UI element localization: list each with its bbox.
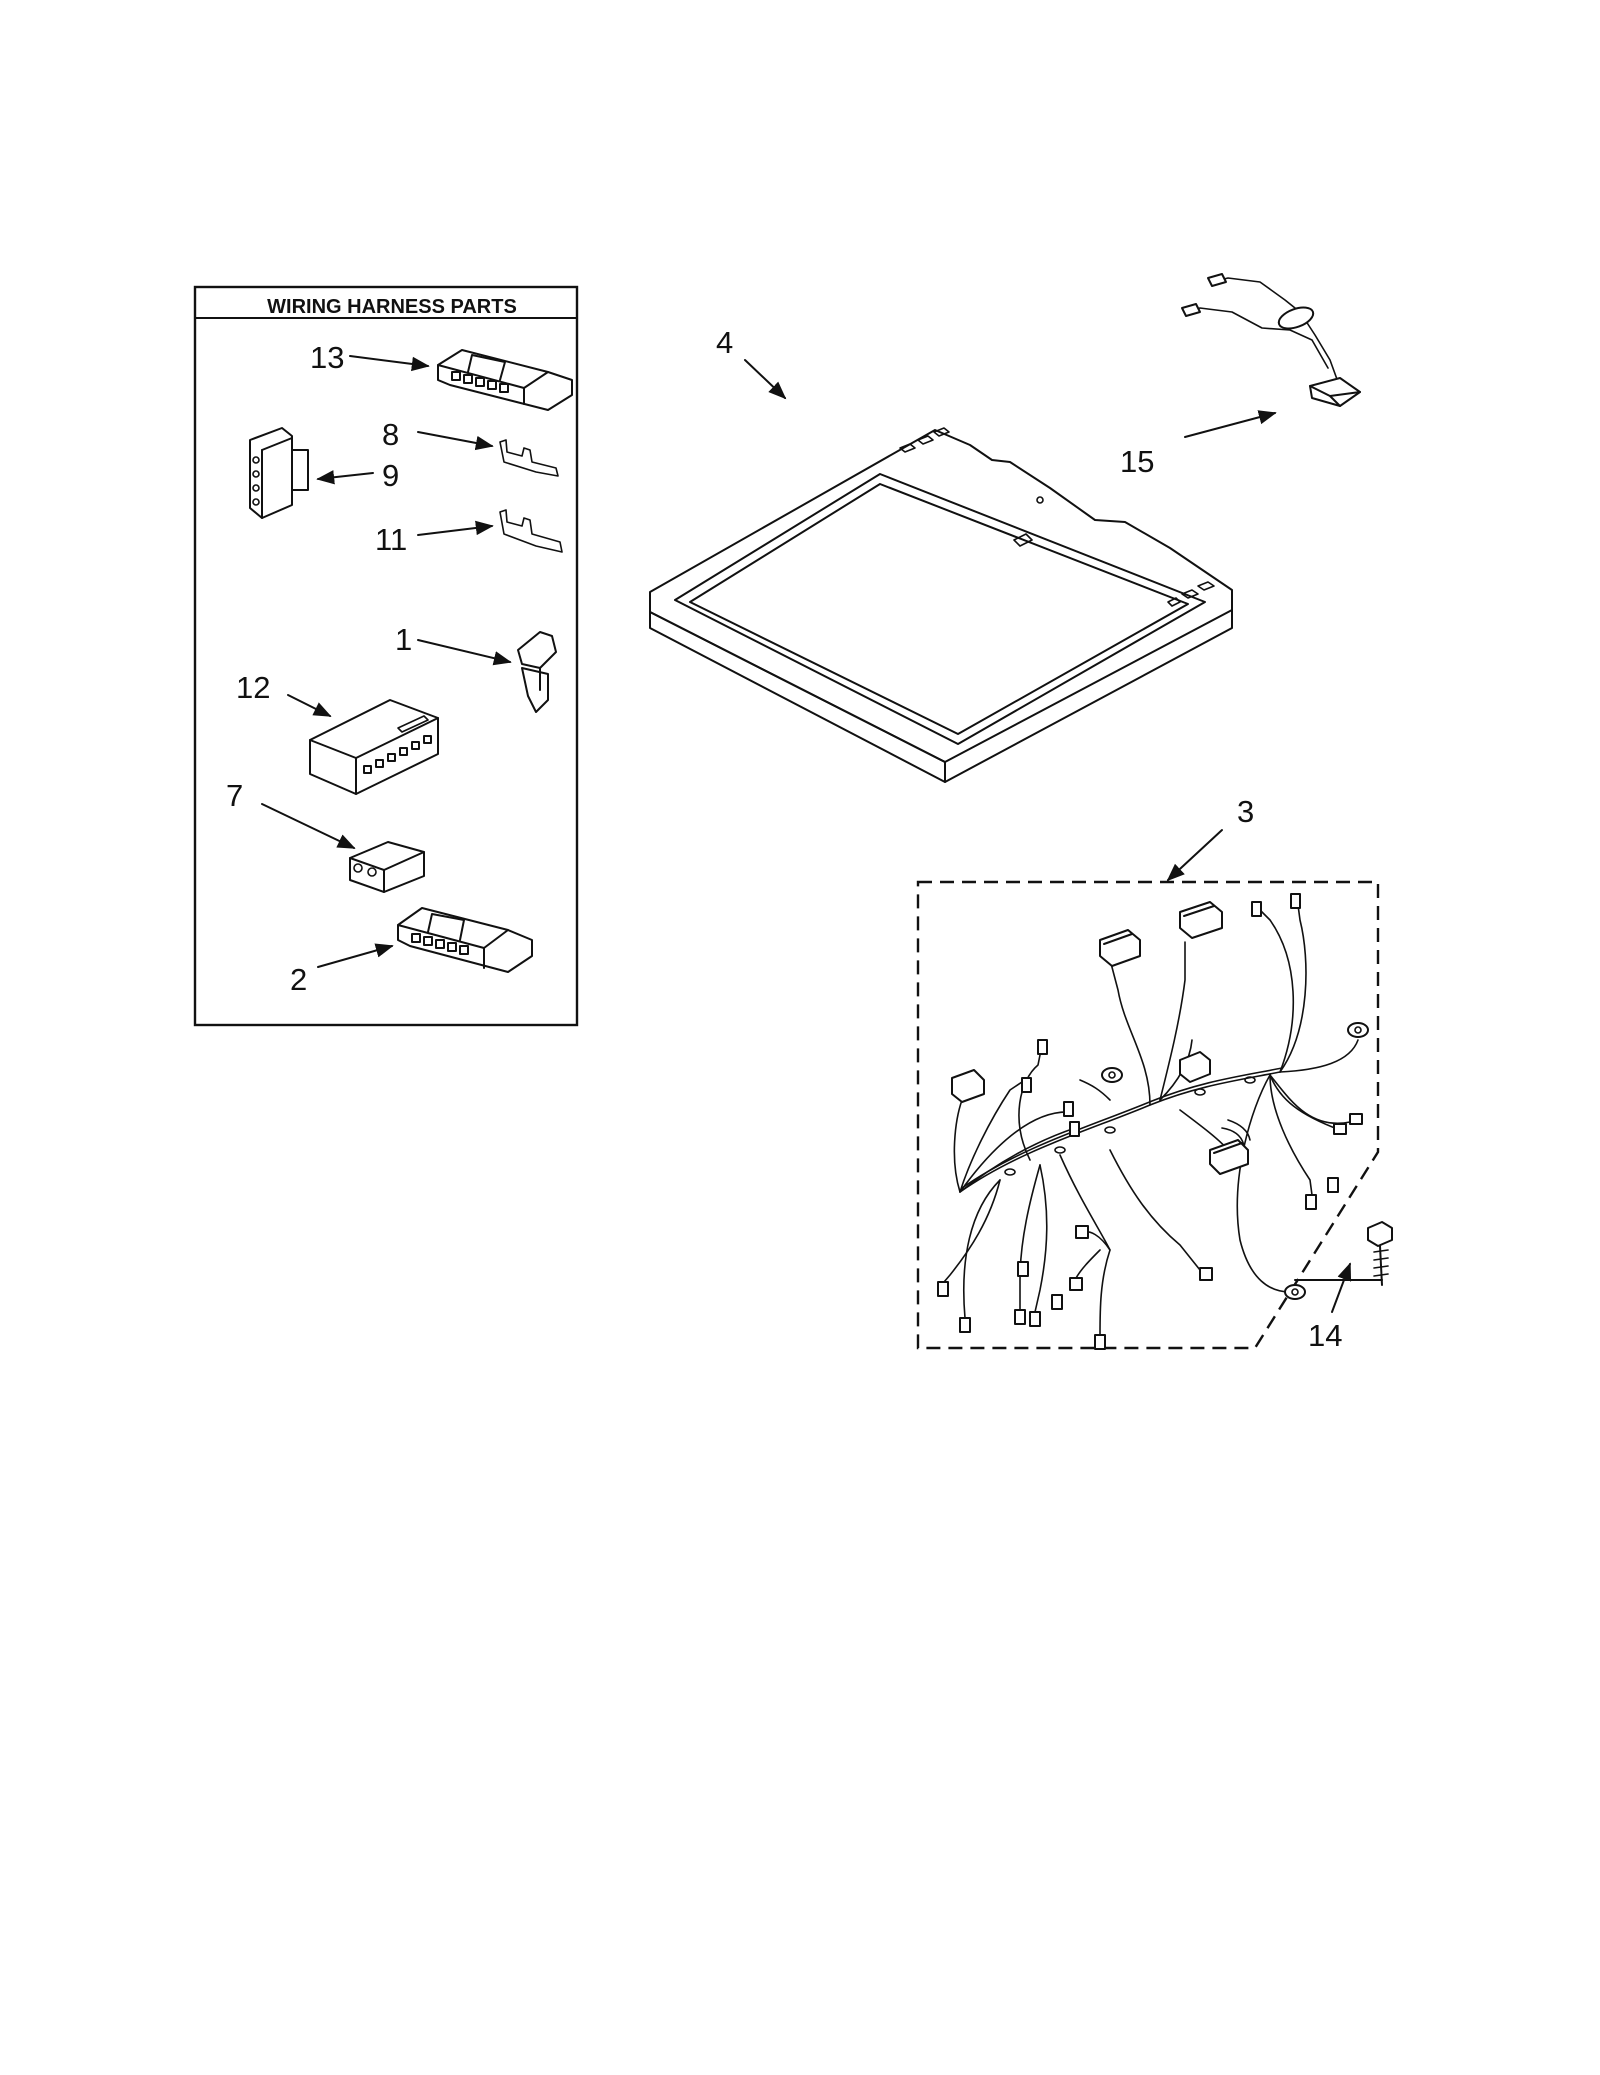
- leader-7: [261, 803, 356, 849]
- leader-11: [417, 520, 494, 536]
- callout-4: 4: [716, 325, 733, 360]
- leader-4: [744, 359, 787, 400]
- leader-9: [316, 470, 374, 485]
- part-11-terminal: [499, 509, 563, 553]
- leader-15: [1184, 410, 1277, 438]
- callout-12: 12: [236, 670, 270, 705]
- part-7-small-connector: [349, 841, 425, 893]
- part-15-sensor: [1181, 273, 1361, 407]
- part-9-plug: [249, 427, 309, 519]
- part-2-connector-housing: [397, 907, 533, 973]
- callout-14: 14: [1308, 1318, 1342, 1353]
- callout-1: 1: [395, 622, 412, 657]
- part-1-clip: [517, 631, 557, 713]
- leader-2: [317, 943, 394, 968]
- callout-9: 9: [382, 458, 399, 493]
- callout-3: 3: [1237, 794, 1254, 829]
- part-8-terminal: [499, 439, 559, 477]
- callout-7: 7: [226, 778, 243, 813]
- leader-12: [287, 694, 332, 717]
- leader-1: [417, 639, 512, 666]
- part-12-terminal-block: [309, 699, 439, 795]
- wiring-harness-parts-box: WIRING HARNESS PARTS: [193, 285, 579, 1027]
- callout-11: 11: [375, 522, 407, 557]
- part-14-screw: [1367, 1221, 1393, 1286]
- leader-13: [349, 355, 430, 372]
- part-3-main-harness: [916, 880, 1380, 1350]
- part-4-top-frame: [649, 427, 1233, 783]
- leader-14: [1331, 1262, 1352, 1313]
- callout-8: 8: [382, 417, 399, 452]
- leader-8: [417, 431, 494, 451]
- leader-3: [1166, 829, 1223, 882]
- callout-15: 15: [1120, 444, 1154, 479]
- callout-2: 2: [290, 962, 307, 997]
- wiring-harness-parts-title: WIRING HARNESS PARTS: [267, 296, 517, 318]
- callout-13: 13: [310, 340, 344, 375]
- part-13-connector-housing: [437, 349, 573, 411]
